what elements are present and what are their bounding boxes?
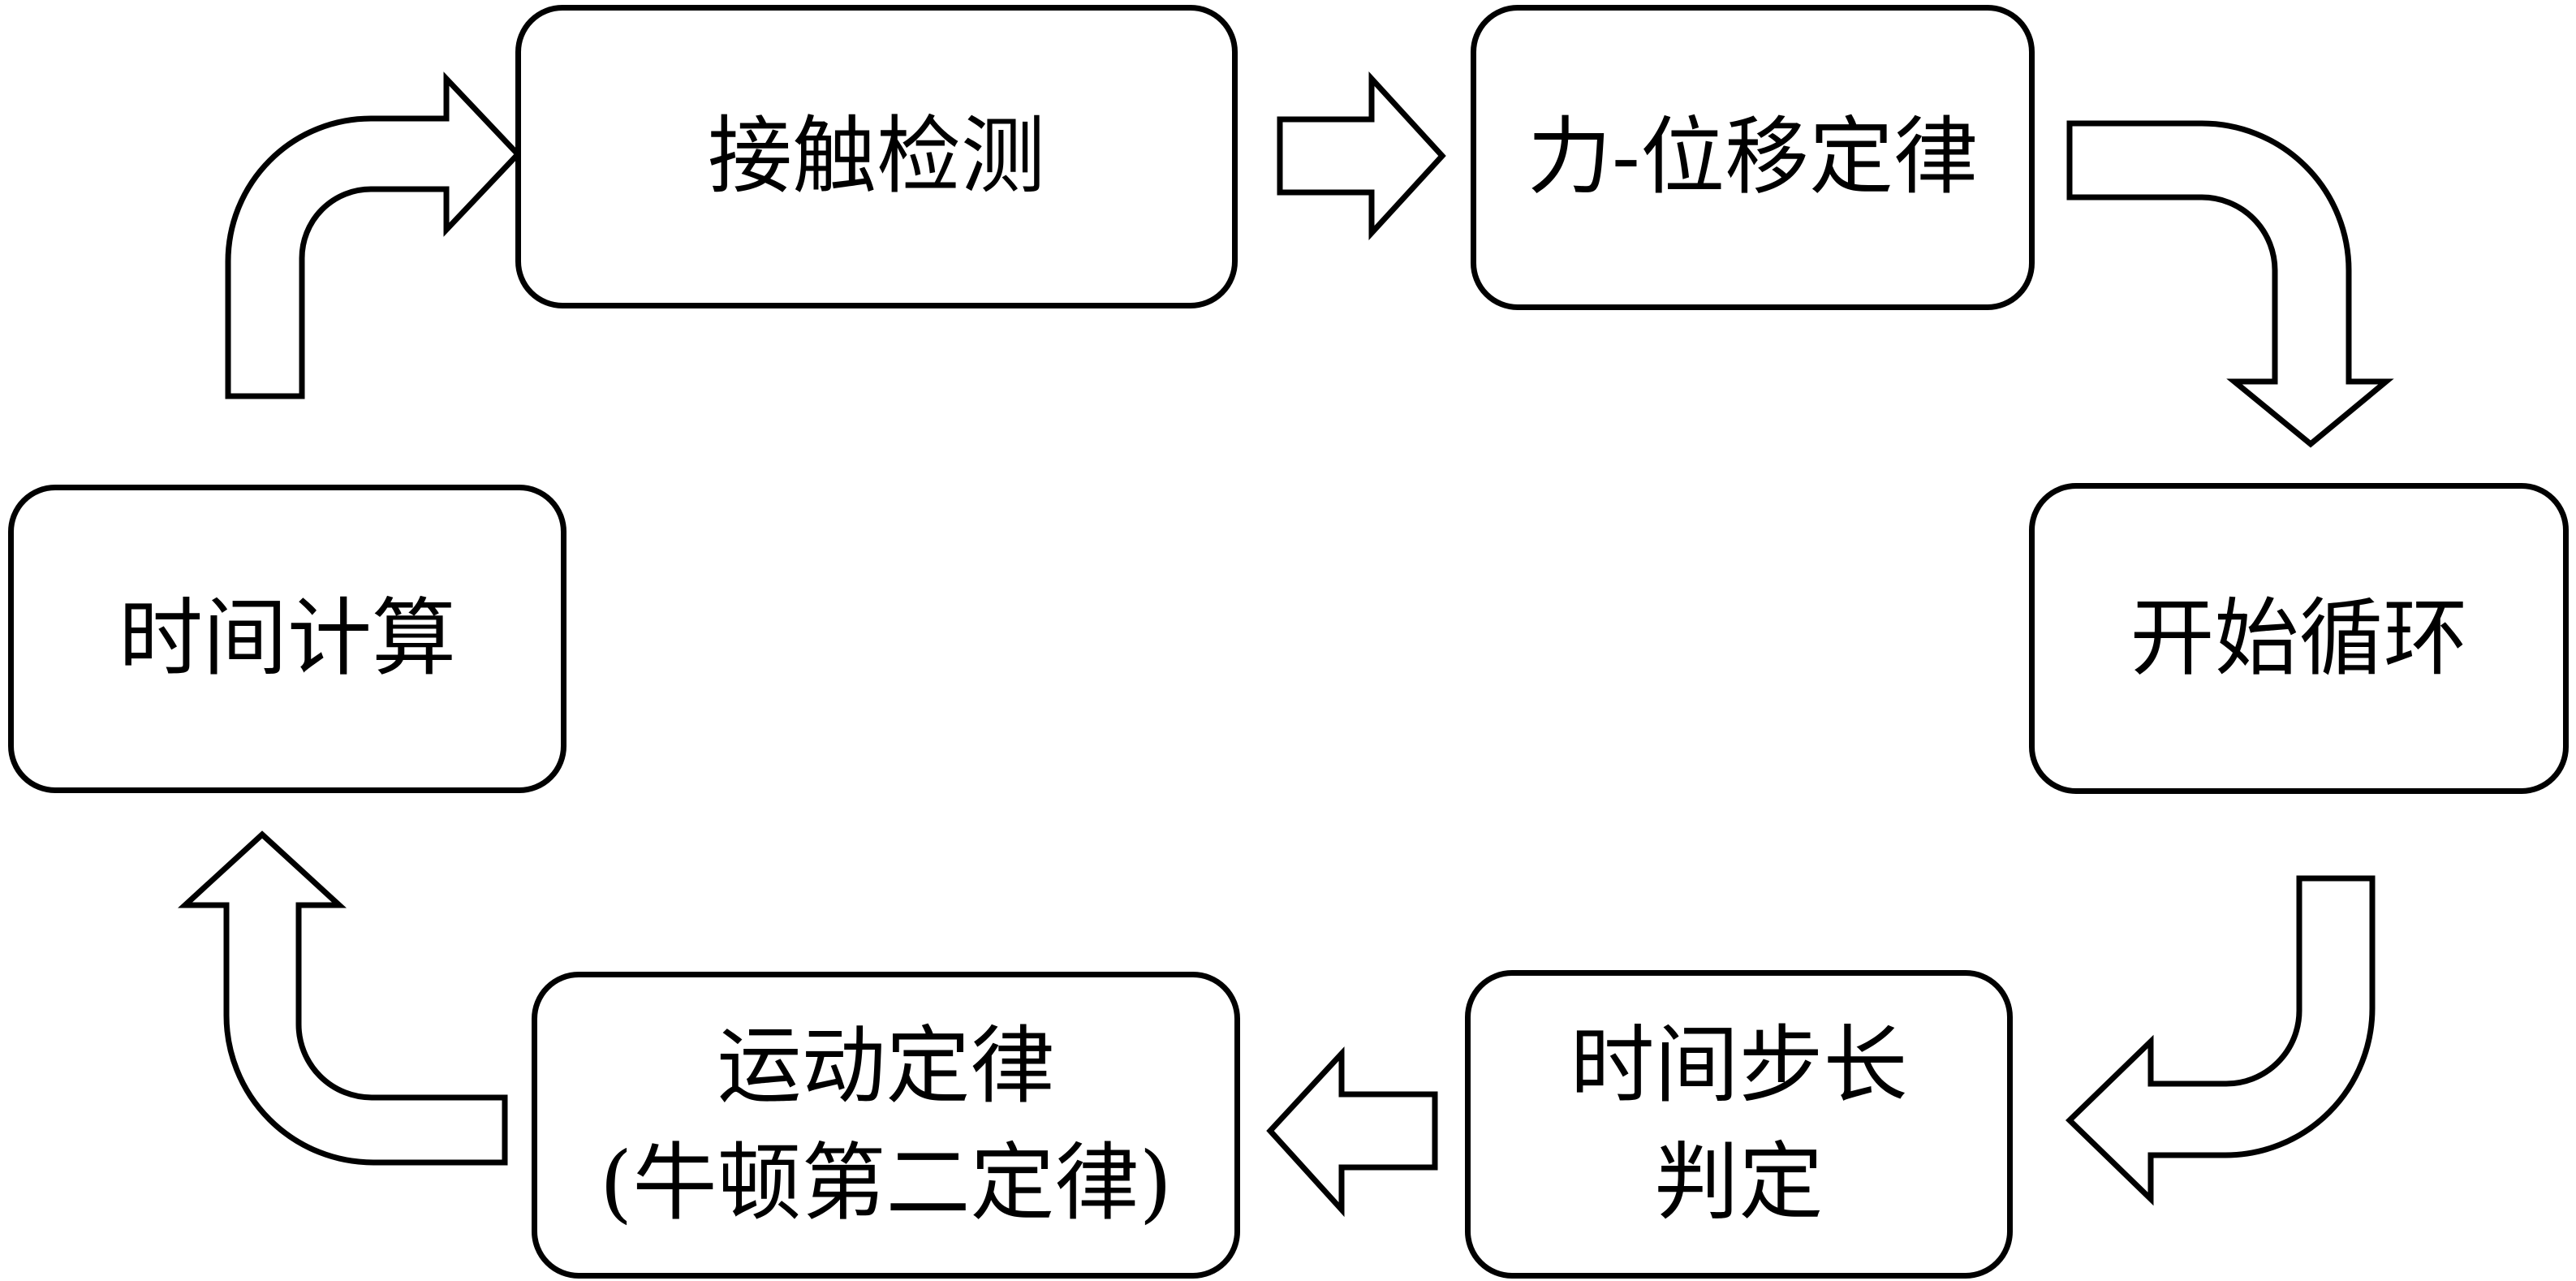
node-time-step-judgement-line-2: 判定 (1654, 1132, 1824, 1231)
straight-arrow-time-step-to-motion-law-icon (1266, 1046, 1438, 1218)
node-start-loop: 开始循环 (2029, 483, 2569, 794)
curved-arrow-time-calculation-to-contact-detection-icon (225, 71, 522, 399)
node-motion-law-line-2: (牛顿第二定律) (599, 1133, 1173, 1232)
node-time-step-judgement-line-1: 时间步长 (1570, 1016, 1908, 1115)
curved-arrow-force-displacement-to-start-loop-icon (2066, 120, 2394, 448)
node-motion-law-line-1: 运动定律 (717, 1016, 1055, 1116)
node-time-calculation-label: 时间计算 (118, 589, 456, 688)
curved-arrow-start-loop-to-time-step-icon (2065, 875, 2376, 1206)
node-motion-law-label: 运动定律 (牛顿第二定律) (600, 1008, 1172, 1241)
straight-arrow-contact-detection-to-force-displacement-icon (1277, 71, 1446, 241)
node-start-loop-label: 开始循环 (2130, 588, 2468, 688)
node-motion-law: 运动定律 (牛顿第二定律) (532, 972, 1240, 1279)
node-force-displacement-law-label: 力-位移定律 (1527, 107, 1979, 207)
node-contact-detection-label: 接触检测 (707, 106, 1045, 206)
node-force-displacement-law: 力-位移定律 (1471, 5, 2035, 310)
node-time-step-judgement: 时间步长 判定 (1465, 970, 2013, 1279)
node-contact-detection: 接触检测 (515, 5, 1238, 308)
curved-arrow-motion-law-to-time-calculation-icon (177, 830, 508, 1166)
node-time-calculation: 时间计算 (8, 485, 566, 793)
node-time-step-judgement-label: 时间步长 判定 (1570, 1007, 1907, 1240)
